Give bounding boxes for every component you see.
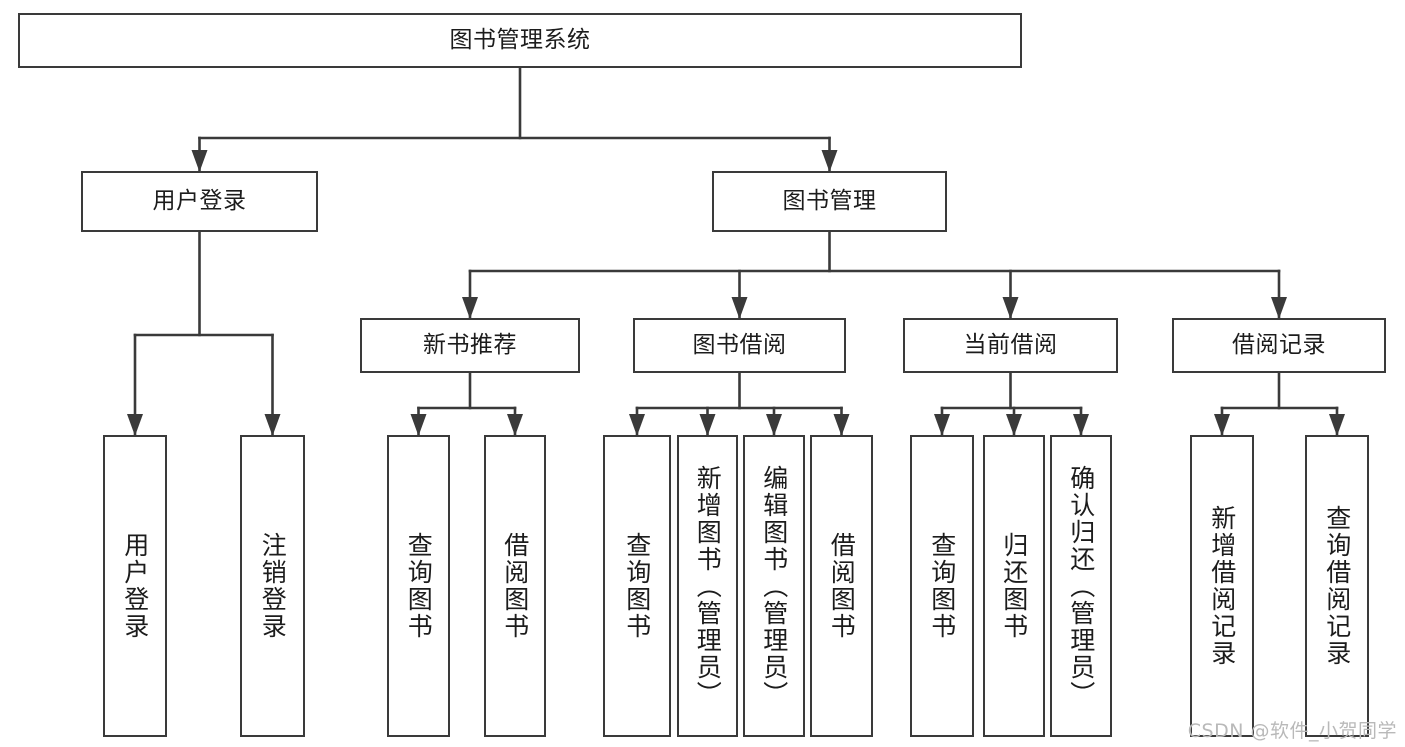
node-label: 确认归还（管理员） [1066,464,1096,708]
node-label: 注销登录 [258,532,288,640]
leaf-query-book-current[interactable]: 查询图书 [910,435,974,737]
node-label: 查询图书 [622,532,652,640]
node-label: 借阅图书 [827,532,857,640]
leaf-query-borrow-record[interactable]: 查询借阅记录 [1305,435,1369,737]
node-label: 用户登录 [120,532,150,640]
node-new-book-recommend[interactable]: 新书推荐 [360,318,580,373]
node-label: 当前借阅 [963,331,1058,358]
leaf-query-book-recommend[interactable]: 查询图书 [387,435,450,737]
leaf-add-book-admin[interactable]: 新增图书（管理员） [677,435,738,737]
leaf-borrow-book-recommend[interactable]: 借阅图书 [484,435,546,737]
leaf-add-borrow-record[interactable]: 新增借阅记录 [1190,435,1254,737]
node-label: 新增借阅记录 [1207,505,1237,667]
node-label: 用户登录 [152,187,247,214]
node-label: 借阅图书 [500,532,530,640]
node-label: 图书借阅 [692,331,787,358]
node-label: 图书管理 [782,187,877,214]
node-borrow-record[interactable]: 借阅记录 [1172,318,1386,373]
leaf-return-book[interactable]: 归还图书 [983,435,1045,737]
watermark-text: CSDN @软件_小贺同学 [1187,720,1397,742]
node-book-management[interactable]: 图书管理 [712,171,947,232]
leaf-logout[interactable]: 注销登录 [240,435,305,737]
leaf-query-book-borrow[interactable]: 查询图书 [603,435,671,737]
leaf-user-login[interactable]: 用户登录 [103,435,167,737]
node-label: 查询图书 [927,532,957,640]
node-label: 图书管理系统 [449,26,591,53]
node-label: 借阅记录 [1232,331,1326,358]
leaf-borrow-book[interactable]: 借阅图书 [810,435,873,737]
node-label: 新书推荐 [423,331,517,358]
leaf-edit-book-admin[interactable]: 编辑图书（管理员） [743,435,805,737]
node-label: 新增图书（管理员） [693,464,723,708]
node-current-borrow[interactable]: 当前借阅 [903,318,1118,373]
node-label: 编辑图书（管理员） [759,464,789,708]
node-book-borrow[interactable]: 图书借阅 [633,318,846,373]
node-user-login[interactable]: 用户登录 [81,171,318,232]
node-label: 归还图书 [999,532,1029,640]
node-label: 查询借阅记录 [1322,505,1352,667]
leaf-confirm-return-admin[interactable]: 确认归还（管理员） [1050,435,1112,737]
node-label: 查询图书 [404,532,434,640]
node-root-system[interactable]: 图书管理系统 [18,13,1022,68]
